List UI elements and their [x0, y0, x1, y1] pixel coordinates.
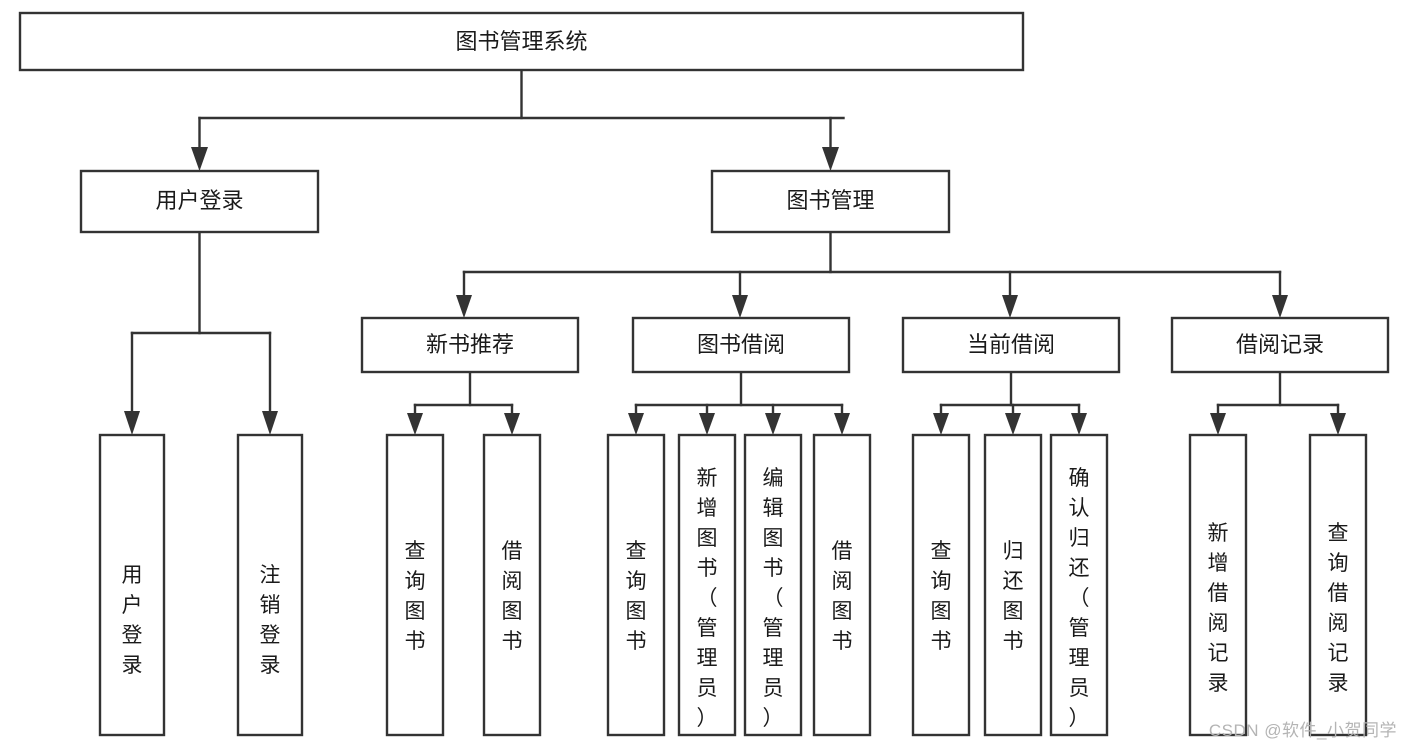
leaf-label: 查询借阅记录 — [1328, 522, 1349, 695]
leaf-node-edit-book-admin[interactable]: 编辑图书（管理员） — [743, 433, 803, 737]
leaf-label: 借阅图书 — [832, 540, 853, 653]
node-box — [812, 433, 872, 737]
node-label: 用户登录 — [155, 188, 243, 213]
leaf-label: 用户登录 — [122, 564, 143, 677]
arrow-head-icon — [1272, 295, 1288, 318]
arrow-head-icon — [933, 413, 949, 435]
arrow-head-icon — [456, 295, 472, 318]
leaf-label: 归还图书 — [1003, 540, 1024, 653]
node-box — [606, 433, 666, 737]
connector-group-book-mgmt — [456, 230, 1288, 318]
node-box — [901, 316, 1121, 374]
node-box — [911, 433, 971, 737]
node-box — [1170, 316, 1390, 374]
leaf-label: 查询图书 — [405, 540, 426, 653]
connector-group-new-book-rec — [407, 370, 520, 435]
node-box — [236, 433, 304, 737]
node-label: 借阅记录 — [1236, 332, 1324, 357]
leaf-node-borrow-book[interactable]: 借阅图书 — [812, 433, 872, 737]
leaf-node-return-book[interactable]: 归还图书 — [983, 433, 1043, 737]
arrow-head-icon — [834, 413, 850, 435]
node-box — [1188, 433, 1248, 737]
arrow-head-icon — [1210, 413, 1226, 435]
node-label: 当前借阅 — [967, 332, 1055, 357]
node-label: 新书推荐 — [426, 332, 514, 357]
node-box — [710, 169, 951, 234]
arrow-head-icon — [191, 147, 208, 171]
node-box — [677, 433, 737, 737]
leaf-node-add-borrow-record[interactable]: 新增借阅记录 — [1188, 433, 1248, 737]
connector-group-user-login — [124, 230, 278, 435]
leaf-node-logout[interactable]: 注销登录 — [236, 433, 304, 737]
connector-group-current-borrow — [933, 370, 1087, 435]
node-current-borrow[interactable]: 当前借阅 — [901, 316, 1121, 374]
node-label: 图书借阅 — [697, 332, 785, 357]
leaf-node-query-book-current[interactable]: 查询图书 — [911, 433, 971, 737]
arrow-head-icon — [732, 295, 748, 318]
node-book-borrow[interactable]: 图书借阅 — [631, 316, 851, 374]
leaf-label: 新增借阅记录 — [1208, 522, 1229, 695]
arrow-head-icon — [1002, 295, 1018, 318]
node-box — [743, 433, 803, 737]
node-label: 图书管理 — [786, 188, 874, 213]
leaf-label: 编辑图书（管理员） — [763, 467, 784, 730]
leaf-node-query-book-rec[interactable]: 查询图书 — [385, 433, 445, 737]
node-user-login[interactable]: 用户登录 — [79, 169, 320, 234]
arrow-head-icon — [628, 413, 644, 435]
arrow-head-icon — [1071, 413, 1087, 435]
node-box — [18, 11, 1025, 72]
node-box — [1049, 433, 1109, 737]
leaf-node-query-borrow-record[interactable]: 查询借阅记录 — [1308, 433, 1368, 737]
node-new-book-recommend[interactable]: 新书推荐 — [360, 316, 580, 374]
leaf-label: 注销登录 — [260, 564, 281, 677]
leaf-node-query-book-borrow[interactable]: 查询图书 — [606, 433, 666, 737]
leaf-label: 查询图书 — [931, 540, 952, 653]
arrow-head-icon — [1005, 413, 1021, 435]
node-box — [79, 169, 320, 234]
leaf-label: 借阅图书 — [502, 540, 523, 653]
leaf-node-user-login[interactable]: 用户登录 — [98, 433, 166, 737]
arrow-head-icon — [765, 413, 781, 435]
leaf-node-add-book-admin[interactable]: 新增图书（管理员） — [677, 433, 737, 737]
connector-group-book-borrow — [628, 370, 850, 435]
node-box — [98, 433, 166, 737]
arrow-head-icon — [822, 147, 839, 171]
node-box — [631, 316, 851, 374]
node-box — [1308, 433, 1368, 737]
node-box — [482, 433, 542, 737]
connector-group-borrow-records — [1210, 370, 1346, 435]
node-box — [983, 433, 1043, 737]
node-borrow-records[interactable]: 借阅记录 — [1170, 316, 1390, 374]
node-label-root: 图书管理系统 — [455, 29, 587, 54]
node-box — [360, 316, 580, 374]
leaf-label: 查询图书 — [626, 540, 647, 653]
leaf-label: 确认归还（管理员） — [1069, 467, 1090, 730]
leaf-label: 新增图书（管理员） — [697, 467, 718, 730]
leaf-node-confirm-return-admin[interactable]: 确认归还（管理员） — [1049, 433, 1109, 737]
arrow-head-icon — [124, 411, 140, 435]
leaf-node-borrow-book-rec[interactable]: 借阅图书 — [482, 433, 542, 737]
connector-group-root — [191, 68, 845, 171]
node-box — [385, 433, 445, 737]
arrow-head-icon — [407, 413, 423, 435]
node-book-management[interactable]: 图书管理 — [710, 169, 951, 234]
arrow-head-icon — [699, 413, 715, 435]
arrow-head-icon — [1330, 413, 1346, 435]
arrow-head-icon — [504, 413, 520, 435]
arrow-head-icon — [262, 411, 278, 435]
node-root-system[interactable]: 图书管理系统 — [18, 11, 1025, 72]
